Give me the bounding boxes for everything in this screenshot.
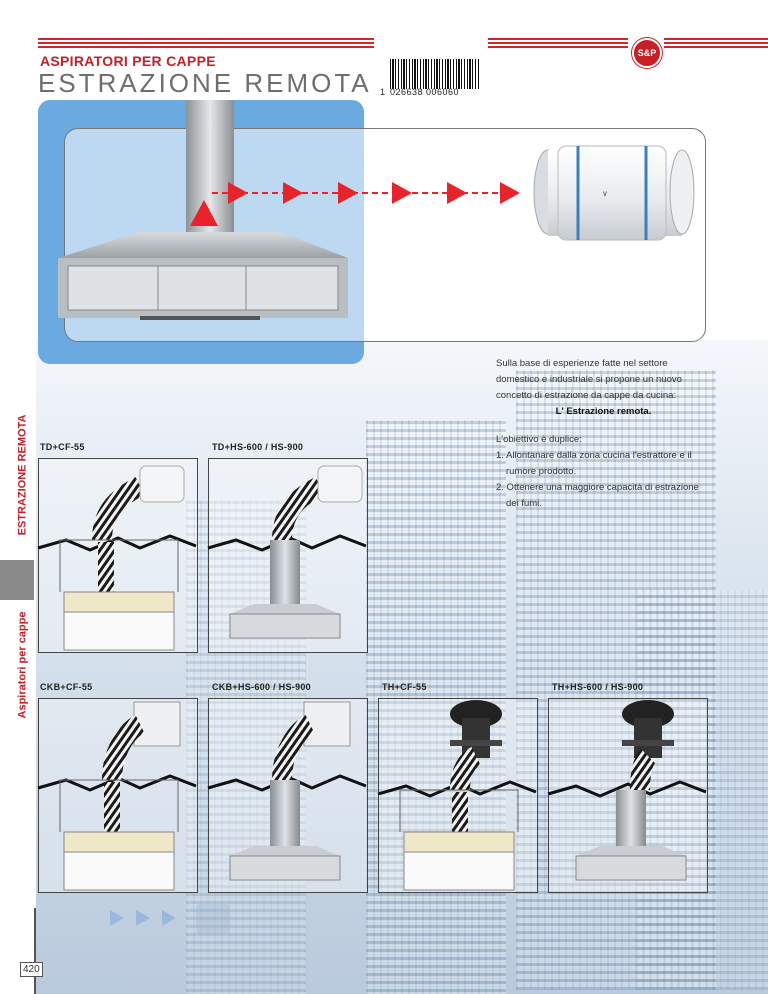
header-stripes-right xyxy=(488,38,628,50)
flow-arrow-icon xyxy=(500,182,520,204)
goals-lead: L'obiettivo è duplice: xyxy=(496,434,582,445)
side-tab-estrazione: ESTRAZIONE REMOTA xyxy=(6,395,38,555)
flow-arrow-icon xyxy=(392,182,412,204)
page-title: ESTRAZIONE REMOTA xyxy=(38,68,372,98)
intro-text: Sulla base di esperienze fatte nel setto… xyxy=(496,358,682,401)
panel-td-cf55 xyxy=(38,458,198,653)
side-tab-label: ESTRAZIONE REMOTA xyxy=(16,414,29,536)
header-stripes-left xyxy=(38,38,374,50)
intro-paragraph: Sulla base di esperienze fatte nel setto… xyxy=(496,356,711,420)
section-title: ASPIRATORI PER CAPPE xyxy=(40,53,216,69)
caption-td-cf55: TD+CF-55 xyxy=(40,442,85,452)
caption-ckb-cf55: CKB+CF-55 xyxy=(40,682,93,692)
hero-frame xyxy=(64,128,706,342)
header-stripes-far-right xyxy=(664,38,768,50)
flow-arrow-icon xyxy=(283,182,303,204)
panel-ckb-cf55 xyxy=(38,698,198,893)
flow-dashed-line xyxy=(212,192,518,194)
page-number-bar xyxy=(34,908,36,994)
caption-th-cf55: TH+CF-55 xyxy=(382,682,427,692)
goal-item: 2. Ottenere una maggiore capacità di est… xyxy=(496,482,699,509)
barcode-bars xyxy=(390,59,480,89)
flow-arrow-icon xyxy=(447,182,467,204)
page-number: 420 xyxy=(20,962,43,977)
barcode-lead-digit: 1 xyxy=(380,87,386,97)
sp-logo: S&P xyxy=(632,38,662,68)
flow-arrow-icon xyxy=(228,182,248,204)
barcode: 1 026638 006060 xyxy=(378,57,482,99)
intro-emphasis: L' Estrazione remota. xyxy=(555,406,652,417)
panel-th-cf55 xyxy=(378,698,538,893)
caption-ckb-hs: CKB+HS-600 / HS-900 xyxy=(212,682,311,692)
barcode-number: 026638 006060 xyxy=(390,87,460,97)
goals-list: L'obiettivo è duplice: 1. Allontanare da… xyxy=(496,432,711,512)
side-tab-label: Aspiratori per cappe xyxy=(16,611,29,719)
panel-th-hs xyxy=(548,698,708,893)
caption-td-hs: TD+HS-600 / HS-900 xyxy=(212,442,304,452)
caption-th-hs: TH+HS-600 / HS-900 xyxy=(552,682,644,692)
side-tab-aspiratori: Aspiratori per cappe xyxy=(6,600,38,730)
side-tab-marker xyxy=(0,560,34,600)
flow-arrow-icon xyxy=(338,182,358,204)
goal-item: 1. Allontanare dalla zona cucina l'estra… xyxy=(496,450,692,477)
panel-ckb-hs xyxy=(208,698,368,893)
panel-td-hs xyxy=(208,458,368,653)
